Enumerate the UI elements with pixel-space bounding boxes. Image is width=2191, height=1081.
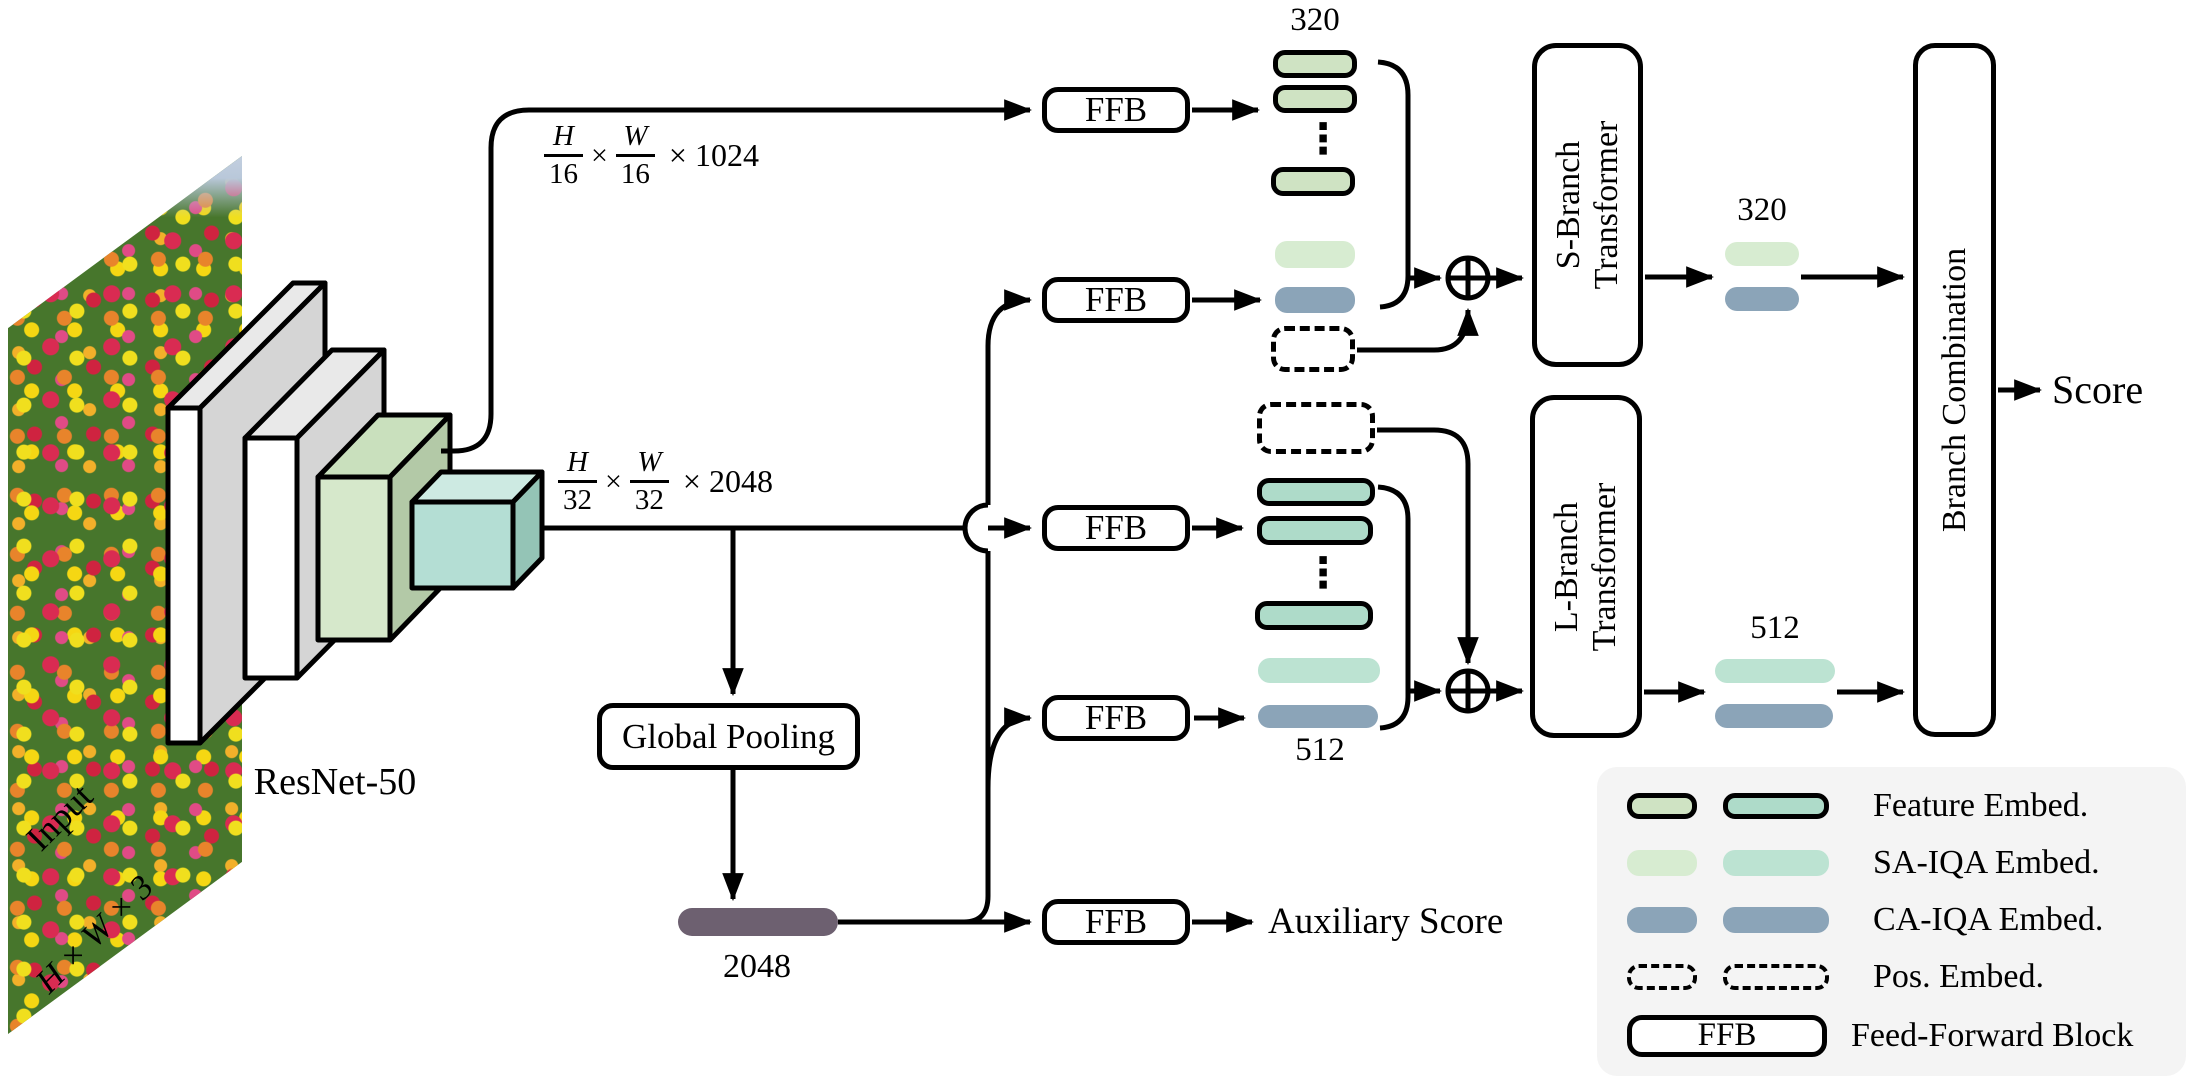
s-pos-embed-box (1271, 326, 1355, 372)
l-stack-dim-label: 512 (1295, 732, 1345, 768)
ffb-block-5: FFB (1042, 899, 1190, 945)
s-sa-iqa-embed-bar (1275, 241, 1355, 268)
legend-feature-teal-sample (1723, 792, 1829, 819)
l-branch-transformer-box: L-Branch Transformer (1530, 395, 1642, 738)
s-stack-ellipsis: ⋮ (1302, 114, 1344, 163)
riser-lower (963, 551, 991, 925)
legend-label: Pos. Embed. (1873, 957, 2044, 995)
legend-row-pos: Pos. Embed. (1627, 958, 2186, 996)
l-stack-ellipsis: ⋮ (1302, 548, 1344, 597)
times-sign: × (605, 464, 622, 498)
legend-row-feature: Feature Embed. (1627, 787, 2186, 825)
feat16-wire (441, 99, 1033, 454)
legend-row-ffb: FFB Feed-Forward Block (1627, 1014, 2186, 1057)
riser-upper (985, 289, 1033, 505)
l-feature-embed-bar (1257, 478, 1375, 506)
legend-pos-sample (1723, 963, 1829, 990)
s-branch-transformer-label: S-Branch Transformer (1549, 120, 1625, 290)
s-feature-embed-bar (1271, 167, 1355, 196)
s-stack-bracket (1377, 59, 1411, 310)
riser-to-ffb4 (985, 707, 1033, 789)
l-add-node (1445, 668, 1491, 714)
s-out-ca-bar (1725, 287, 1799, 311)
legend-panel: Feature Embed. SA-IQA Embed. CA-IQA Embe… (1597, 767, 2186, 1076)
channels-1024: × 1024 (668, 137, 759, 173)
legend-row-sa: SA-IQA Embed. (1627, 844, 2186, 882)
s-out-sa-bar (1725, 242, 1799, 266)
ffb-block-3: FFB (1042, 505, 1190, 551)
pooled-feature-bar (678, 908, 838, 936)
times-sign: × (591, 138, 608, 172)
legend-ca-sample (1723, 906, 1829, 933)
legend-ffb-sample: FFB (1627, 1014, 1827, 1057)
backbone-label: ResNet-50 (253, 761, 417, 803)
global-pooling-box: Global Pooling (597, 703, 860, 770)
branch-combination-box: Branch Combination (1913, 43, 1996, 737)
channels-2048: × 2048 (682, 463, 773, 499)
s-pos-to-add (1357, 307, 1479, 353)
auxiliary-score-label: Auxiliary Score (1268, 901, 1504, 942)
score-label: Score (2052, 367, 2144, 412)
ffb-block-2: FFB (1042, 277, 1190, 323)
legend-feature-green-sample (1627, 792, 1697, 819)
branch-combination-label: Branch Combination (1935, 247, 1973, 533)
l-feature-embed-bar (1257, 516, 1373, 545)
l-pos-to-add (1377, 427, 1479, 666)
l-feature-embed-bar (1255, 601, 1373, 630)
l-out-dim-label: 512 (1750, 610, 1800, 646)
legend-label: Feature Embed. (1873, 786, 2089, 824)
l-ca-iqa-embed-bar (1258, 705, 1378, 728)
legend-sa-teal-sample (1723, 849, 1829, 876)
legend-sa-green-sample (1627, 849, 1697, 876)
legend-ca-sample (1627, 906, 1697, 933)
legend-label: SA-IQA Embed. (1873, 843, 2100, 881)
s-out-dim-label: 320 (1737, 192, 1787, 228)
s-branch-transformer-box: S-Branch Transformer (1532, 43, 1643, 367)
legend-label: Feed-Forward Block (1851, 1016, 2134, 1054)
l-stack-bracket (1377, 484, 1411, 731)
s-stack-dim-label: 320 (1290, 2, 1340, 38)
s-add-node (1445, 255, 1491, 301)
resnet-block-4 (409, 469, 545, 591)
legend-label: CA-IQA Embed. (1873, 900, 2104, 938)
ffb-block-1: FFB (1042, 87, 1190, 133)
s-feature-embed-bar (1273, 85, 1357, 113)
l-out-ca-bar (1715, 704, 1833, 728)
legend-row-ca: CA-IQA Embed. (1627, 901, 2186, 939)
s-feature-embed-bar (1273, 50, 1357, 78)
l-pos-embed-box (1257, 402, 1375, 454)
l-out-sa-bar (1715, 659, 1835, 683)
pooled-dim-label: 2048 (723, 948, 791, 985)
s-ca-iqa-embed-bar (1275, 287, 1355, 313)
l-branch-transformer-label: L-Branch Transformer (1547, 482, 1623, 651)
ffb-block-4: FFB (1042, 695, 1190, 741)
legend-pos-sample (1627, 963, 1697, 990)
l-sa-iqa-embed-bar (1258, 658, 1380, 683)
line-hop (962, 502, 989, 554)
